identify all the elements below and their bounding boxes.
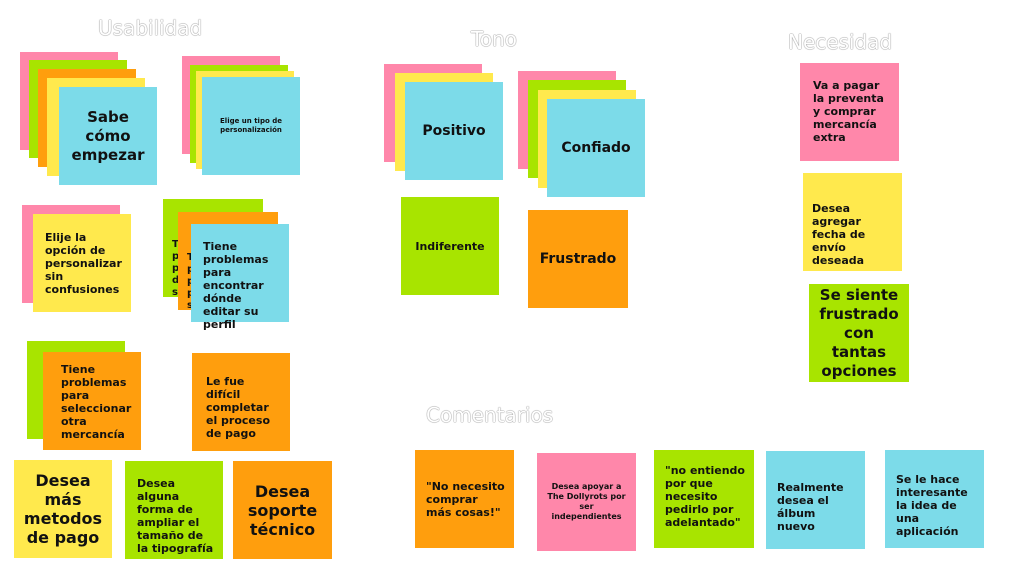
sticky-note-album[interactable]: Realmente desea el álbum nuevo	[766, 451, 865, 549]
sticky-note-no-entiendo[interactable]: "no entiendo por que necesito pedirlo po…	[654, 450, 754, 548]
sticky-note-sabe-como-empezar[interactable]: Sabe cómo empezar	[59, 87, 157, 185]
sticky-note-elije-opcion[interactable]: Elije la opción de personalizar sin conf…	[33, 214, 131, 312]
note-text: Le fue difícil completar el proceso de p…	[206, 375, 271, 440]
note-text: Se siente frustrado con tantas opciones	[819, 285, 899, 380]
sticky-note-no-necesito[interactable]: "No necesito comprar más cosas!"	[415, 450, 514, 548]
note-text: T p p d s	[172, 239, 180, 298]
sticky-note-desea-tipografia[interactable]: Desea alguna forma de ampliar el tamaño …	[125, 461, 223, 559]
note-text: Desea agregar fecha de envío deseada	[812, 202, 866, 267]
sticky-note-positivo[interactable]: Positivo	[405, 82, 503, 180]
sticky-note-tantas-opciones[interactable]: Se siente frustrado con tantas opciones	[809, 284, 909, 382]
note-text: Tiene problemas para seleccionar otra me…	[61, 363, 132, 441]
note-text: Positivo	[422, 123, 486, 139]
sticky-note-tiene-mercancia[interactable]: Tiene problemas para seleccionar otra me…	[43, 352, 141, 450]
sticky-note-indiferente[interactable]: Indiferente	[401, 197, 499, 295]
note-text: Elije la opción de personalizar sin conf…	[45, 231, 122, 296]
note-text: Realmente desea el álbum nuevo	[777, 481, 844, 533]
section-title-comentarios: Comentarios	[426, 403, 554, 427]
sticky-note-tiene-perfil[interactable]: Tiene problemas para encontrar dónde edi…	[191, 224, 289, 331]
note-text: Desea más metodos de pago	[23, 471, 103, 547]
note-text: Confiado	[561, 140, 631, 156]
sticky-note-preventa[interactable]: Va a pagar la preventa y comprar mercanc…	[800, 63, 899, 161]
sticky-note-desea-pago[interactable]: Desea más metodos de pago	[14, 460, 112, 558]
section-title-necesidad: Necesidad	[788, 30, 893, 54]
section-title-usabilidad: Usabilidad	[98, 16, 203, 40]
note-text: "no entiendo por que necesito pedirlo po…	[665, 464, 745, 529]
note-text: Frustrado	[539, 251, 617, 267]
sticky-note-confiado[interactable]: Confiado	[547, 99, 645, 197]
note-text: Va a pagar la preventa y comprar mercanc…	[813, 79, 884, 144]
sticky-note-desea-soporte[interactable]: Desea soporte técnico	[233, 461, 332, 559]
note-text: T p p p s	[187, 252, 194, 311]
sticky-note-aplicacion[interactable]: Se le hace interesante la idea de una ap…	[885, 450, 984, 548]
sticky-note-dollyrots[interactable]: Desea apoyar a The Dollyrots por ser ind…	[537, 453, 636, 551]
section-title-tono: Tono	[471, 27, 517, 51]
note-text: Elige un tipo de personalización	[220, 117, 282, 134]
sticky-note-dificil-pago[interactable]: Le fue difícil completar el proceso de p…	[192, 353, 290, 451]
note-text: Desea soporte técnico	[247, 481, 318, 539]
note-text: Se le hace interesante la idea de una ap…	[896, 473, 968, 538]
note-text: Desea alguna forma de ampliar el tamaño …	[137, 477, 214, 555]
sticky-note-fecha-envio[interactable]: Desea agregar fecha de envío deseada	[803, 173, 902, 271]
note-text: Tiene problemas para encontrar dónde edi…	[203, 240, 269, 331]
note-text: Sabe cómo empezar	[71, 107, 145, 164]
sticky-note-frustrado[interactable]: Frustrado	[528, 210, 628, 308]
sticky-note-elige-tipo[interactable]: Elige un tipo de personalización	[202, 77, 300, 175]
note-text: "No necesito comprar más cosas!"	[426, 480, 505, 519]
note-text: Indiferente	[415, 239, 485, 253]
note-text: Desea apoyar a The Dollyrots por ser ind…	[547, 482, 626, 521]
